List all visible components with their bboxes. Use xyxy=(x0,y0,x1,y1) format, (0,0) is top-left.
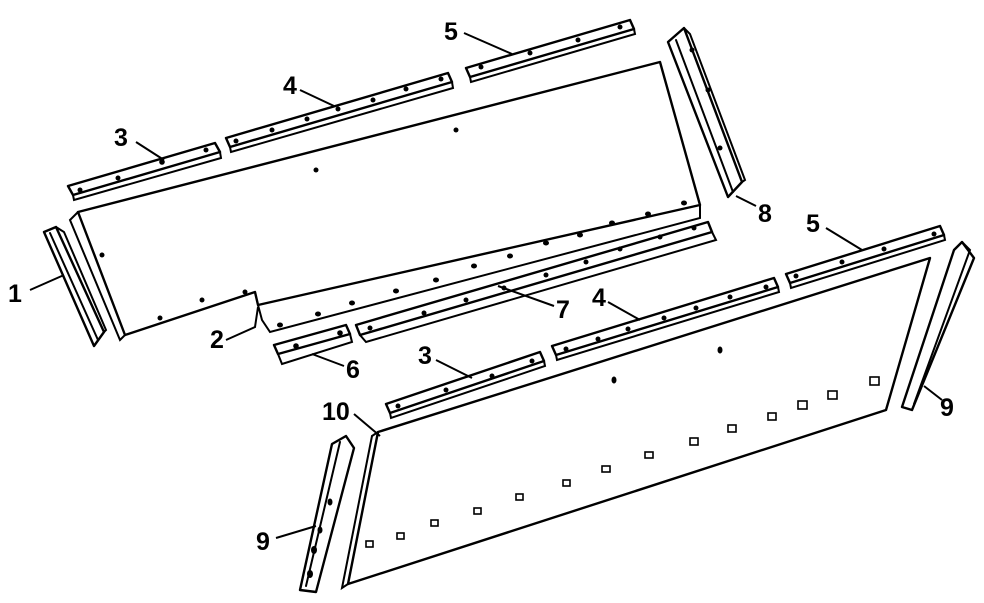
callout-labels: 1 2 3 4 5 6 7 8 5 4 3 10 9 9 xyxy=(8,18,954,556)
upper-panel-holes xyxy=(99,127,687,328)
callout-7: 7 xyxy=(556,296,570,324)
callout-6: 6 xyxy=(346,356,360,384)
part-10-lower-side-panel xyxy=(340,256,932,591)
part-4-upper-rail xyxy=(224,71,455,154)
upper-side-panel xyxy=(68,60,702,342)
callout-5-lower: 5 xyxy=(806,210,820,238)
part-9-left-end-post xyxy=(298,434,356,594)
callout-1: 1 xyxy=(8,280,22,308)
callout-4-lower: 4 xyxy=(592,284,606,312)
part-1-end-post xyxy=(42,225,108,348)
leader-lines xyxy=(29,32,943,539)
part-7-long-rail xyxy=(354,220,718,344)
callout-10: 10 xyxy=(322,398,350,426)
callout-2: 2 xyxy=(210,326,224,354)
part-4-lower-rail xyxy=(550,276,781,362)
callout-5-upper: 5 xyxy=(444,18,458,46)
lower-panel-slots xyxy=(365,346,880,548)
callout-3-upper: 3 xyxy=(114,124,128,152)
callout-8: 8 xyxy=(758,200,772,228)
part-6-short-rail xyxy=(272,323,354,366)
callout-3-lower: 3 xyxy=(418,342,432,370)
callout-9-right: 9 xyxy=(940,394,954,422)
part-5-lower-rail xyxy=(784,224,947,290)
callout-9-left: 9 xyxy=(256,528,270,556)
part-5-upper-rail xyxy=(464,18,637,84)
part-3-lower-rail xyxy=(384,350,547,420)
part-8-corner-post xyxy=(666,26,747,199)
part-3-upper-rail xyxy=(66,141,223,202)
part-9-right-end-post xyxy=(900,240,976,412)
callout-4-upper: 4 xyxy=(283,72,297,100)
